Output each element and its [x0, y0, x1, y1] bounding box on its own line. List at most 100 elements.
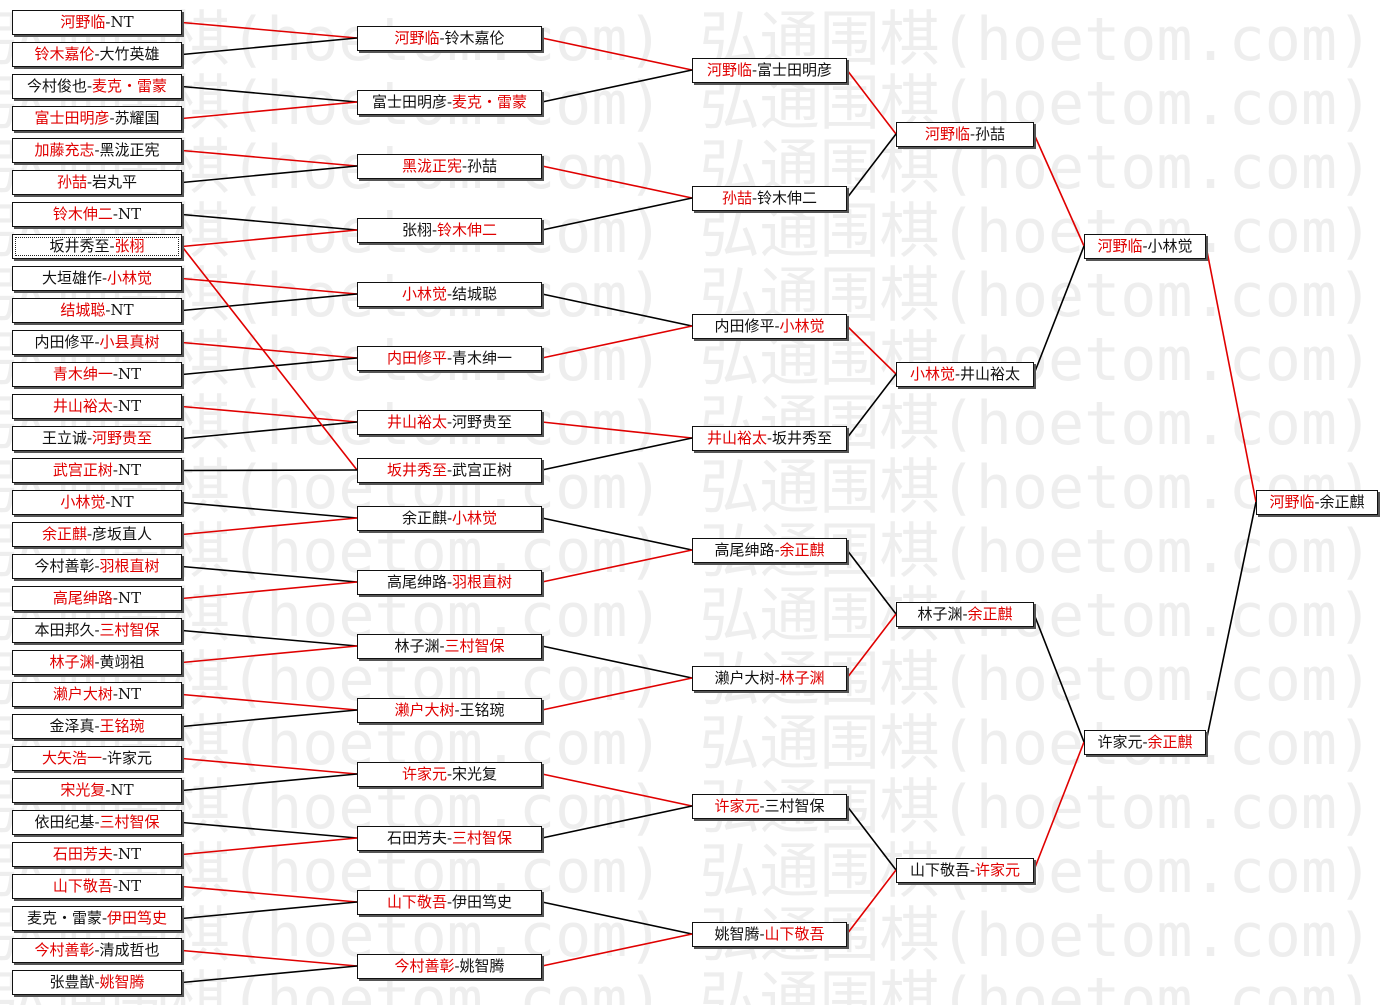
player-1-name: 余正麒 [41, 525, 87, 543]
match-box[interactable]: 坂井秀至-武宫正树 [357, 457, 542, 483]
match-box[interactable]: 小林觉-NT [12, 490, 182, 515]
separator: - [109, 109, 115, 127]
match-box[interactable]: 余正麒-彦坂直人 [12, 522, 182, 547]
player-2-name: 小林觉 [107, 269, 153, 287]
match-box[interactable]: 大垣雄作-小林觉 [12, 266, 182, 291]
player-2-name: 铃木伸二 [757, 188, 818, 207]
match-box[interactable]: 金泽真-王铭琬 [12, 714, 182, 739]
match-box[interactable]: 濑户大树-NT [12, 682, 182, 707]
match-box[interactable]: 黑泷正宪-孙喆 [357, 153, 542, 179]
player-1-name: 高尾绅路 [386, 572, 447, 591]
player-2-name: 麦克・雷蒙 [92, 77, 168, 95]
match-box[interactable]: 张栩-铃木伸二 [357, 217, 542, 243]
match-box[interactable]: 姚智腾-山下敬吾 [692, 921, 847, 947]
match-box[interactable]: 富士田明彦-苏耀国 [12, 106, 182, 131]
match-box[interactable]: 王立诚-河野贵至 [12, 426, 182, 451]
bracket-connector [541, 773, 693, 807]
match-box[interactable]: 青木绅一-NT [12, 362, 182, 387]
separator: - [446, 572, 453, 591]
player-2-name: NT [110, 301, 134, 319]
final-match-box[interactable]: 河野临-余正麒 [1256, 489, 1378, 515]
match-box[interactable]: 结城聪-NT [12, 298, 182, 323]
separator: - [954, 364, 961, 383]
player-1-name: 林子渊 [49, 653, 95, 671]
match-box[interactable]: 依田纪基-三村智保 [12, 810, 182, 835]
player-2-name: 河野贵至 [452, 412, 513, 431]
player-2-name: 铃木伸二 [437, 220, 498, 239]
match-box[interactable]: 加藤充志-黑泷正宪 [12, 138, 182, 163]
match-box[interactable]: 内田修平-青木绅一 [357, 345, 542, 371]
match-box[interactable]: 河野临-铃木嘉伦 [357, 25, 542, 51]
match-box[interactable]: 今村善彰-羽根直树 [12, 554, 182, 579]
match-box[interactable]: 本田邦久-三村智保 [12, 618, 182, 643]
player-1-name: 河野临 [1097, 236, 1143, 255]
match-box[interactable]: 大矢浩一-许家元 [12, 746, 182, 771]
bracket-connector [541, 805, 693, 839]
bracket-connector [181, 965, 358, 984]
player-2-name: NT [117, 397, 142, 415]
separator: - [774, 316, 780, 335]
separator: - [101, 749, 108, 767]
match-box[interactable]: 河野临-孙喆 [896, 121, 1034, 147]
match-box[interactable]: 坂井秀至-张栩 [12, 234, 182, 259]
match-box[interactable]: 林子渊-余正麒 [896, 601, 1034, 627]
match-box[interactable]: 河野临-NT [12, 10, 182, 35]
match-box[interactable]: 内田修平-小县真树 [12, 330, 182, 355]
separator: - [94, 333, 100, 351]
separator: - [112, 461, 118, 479]
player-1-name: 小林觉 [909, 364, 955, 383]
player-2-name: 余正麒 [1319, 492, 1365, 511]
player-1-name: 今村善彰 [34, 941, 95, 959]
match-box[interactable]: 濑户大树-王铭琬 [357, 697, 542, 723]
bracket-connector [181, 357, 358, 376]
bracket-connector [181, 565, 358, 583]
match-box[interactable]: 山下敬吾-伊田笃史 [357, 889, 542, 915]
match-box[interactable]: 许家元-宋光复 [357, 761, 542, 787]
player-1-name: 王立诚 [41, 429, 87, 447]
match-box[interactable]: 小林觉-井山裕太 [896, 361, 1034, 387]
bracket-connector [541, 933, 693, 967]
separator: - [1142, 236, 1148, 255]
match-box[interactable]: 今村善彰-姚智腾 [357, 953, 542, 979]
match-box[interactable]: 富士田明彦-麦克・雷蒙 [357, 89, 542, 115]
match-box[interactable]: 林子渊-黄翊祖 [12, 650, 182, 675]
match-box[interactable]: 孙喆-铃木伸二 [692, 185, 847, 211]
match-box[interactable]: 麦克・雷蒙-伊田笃史 [12, 906, 182, 931]
match-box[interactable]: 小林觉-结城聪 [357, 281, 542, 307]
match-box[interactable]: 许家元-余正麒 [1084, 729, 1206, 755]
match-box[interactable]: 内田修平-小林觉 [692, 313, 847, 339]
match-box[interactable]: 高尾绅路-羽根直树 [357, 569, 542, 595]
separator: - [94, 653, 100, 671]
match-box[interactable]: 高尾绅路-余正麒 [692, 537, 847, 563]
player-1-name: 今村善彰 [34, 557, 95, 575]
match-box[interactable]: 武宫正树-NT [12, 458, 182, 483]
match-box[interactable]: 石田芳夫-NT [12, 842, 182, 867]
player-2-name: NT [110, 13, 134, 31]
separator: - [446, 764, 453, 783]
match-box[interactable]: 今村善彰-清成哲也 [12, 938, 182, 963]
match-box[interactable]: 张豊猷-姚智腾 [12, 970, 182, 995]
match-box[interactable]: 宋光复-NT [12, 778, 182, 803]
match-box[interactable]: 井山裕太-坂井秀至 [692, 425, 847, 451]
bracket-connector [846, 613, 897, 679]
match-box[interactable]: 孙喆-岩丸平 [12, 170, 182, 195]
match-box[interactable]: 铃木伸二-NT [12, 202, 182, 227]
match-box[interactable]: 山下敬吾-许家元 [896, 857, 1034, 883]
player-2-name: 羽根直树 [99, 557, 160, 575]
match-box[interactable]: 濑户大树-林子渊 [692, 665, 847, 691]
separator: - [446, 348, 453, 367]
match-box[interactable]: 山下敬吾-NT [12, 874, 182, 899]
separator: - [766, 428, 773, 447]
match-box[interactable]: 井山裕太-NT [12, 394, 182, 419]
match-box[interactable]: 林子渊-三村智保 [357, 633, 542, 659]
player-1-name: 井山裕太 [386, 412, 447, 431]
match-box[interactable]: 高尾绅路-NT [12, 586, 182, 611]
match-box[interactable]: 许家元-三村智保 [692, 793, 847, 819]
match-box[interactable]: 今村俊也-麦克・雷蒙 [12, 74, 182, 99]
match-box[interactable]: 余正麒-小林觉 [357, 505, 542, 531]
match-box[interactable]: 铃木嘉伦-大竹英雄 [12, 42, 182, 67]
match-box[interactable]: 石田芳夫-三村智保 [357, 825, 542, 851]
match-box[interactable]: 河野临-富士田明彦 [692, 57, 847, 83]
match-box[interactable]: 河野临-小林觉 [1084, 233, 1206, 259]
match-box[interactable]: 井山裕太-河野贵至 [357, 409, 542, 435]
